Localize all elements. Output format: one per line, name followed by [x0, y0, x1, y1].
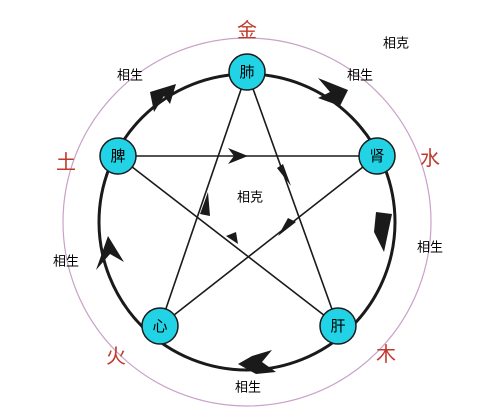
organ-spleen-label: 脾	[110, 147, 125, 165]
generate-arrow-bottom	[238, 350, 276, 374]
arrow-lung-to-liver	[277, 164, 291, 186]
arrow-spleen-to-kidney	[228, 148, 248, 164]
star-line-liver-spleen	[117, 155, 339, 327]
organ-spleen-node: 脾	[99, 137, 137, 175]
organ-kidney-circle	[358, 137, 396, 175]
organ-heart-node: 心	[141, 307, 179, 345]
generate-label-bottom: 相生	[235, 381, 261, 396]
organ-liver-circle	[319, 307, 357, 345]
generate-arrow-left	[96, 236, 124, 270]
organ-kidney-label: 肾	[369, 147, 384, 165]
generate-arrow-right	[374, 212, 392, 252]
restraining-arrows	[200, 148, 296, 244]
element-fire-label: 火	[106, 344, 126, 368]
element-water-label: 水	[420, 146, 440, 170]
arrow-heart-to-lung	[200, 192, 210, 216]
organ-liver-node: 肝	[319, 307, 357, 345]
element-metal-label: 金	[237, 18, 257, 42]
element-wood-label: 木	[376, 342, 396, 366]
generate-arrow-top-left	[150, 84, 176, 112]
generate-label-top-right: 相生	[347, 69, 373, 84]
star-line-kidney-heart	[159, 155, 378, 327]
organ-lung-node: 肺	[228, 53, 266, 91]
star-line-lung-liver	[246, 71, 339, 327]
element-earth-label: 土	[56, 150, 76, 174]
organ-heart-label: 心	[152, 317, 167, 335]
organ-lung-circle	[228, 53, 266, 91]
organ-heart-circle	[141, 307, 179, 345]
organ-liver-label: 肝	[330, 317, 345, 335]
arrow-liver-to-spleen	[226, 232, 238, 244]
organ-kidney-node: 肾	[358, 137, 396, 175]
generating-arrows	[96, 78, 392, 374]
arrow-kidney-to-heart	[278, 218, 296, 236]
generate-arrow-top-right	[318, 78, 348, 106]
star-line-heart-lung	[159, 71, 248, 327]
organ-lung-label: 肺	[239, 63, 254, 81]
restrain-label-corner: 相克	[383, 37, 409, 52]
generate-label-top-left: 相生	[117, 69, 143, 84]
organ-spleen-circle	[99, 137, 137, 175]
restrain-label-center: 相克	[237, 191, 263, 206]
outer-ring	[62, 37, 432, 407]
generate-label-right: 相生	[417, 241, 443, 256]
generate-label-left: 相生	[53, 255, 79, 270]
